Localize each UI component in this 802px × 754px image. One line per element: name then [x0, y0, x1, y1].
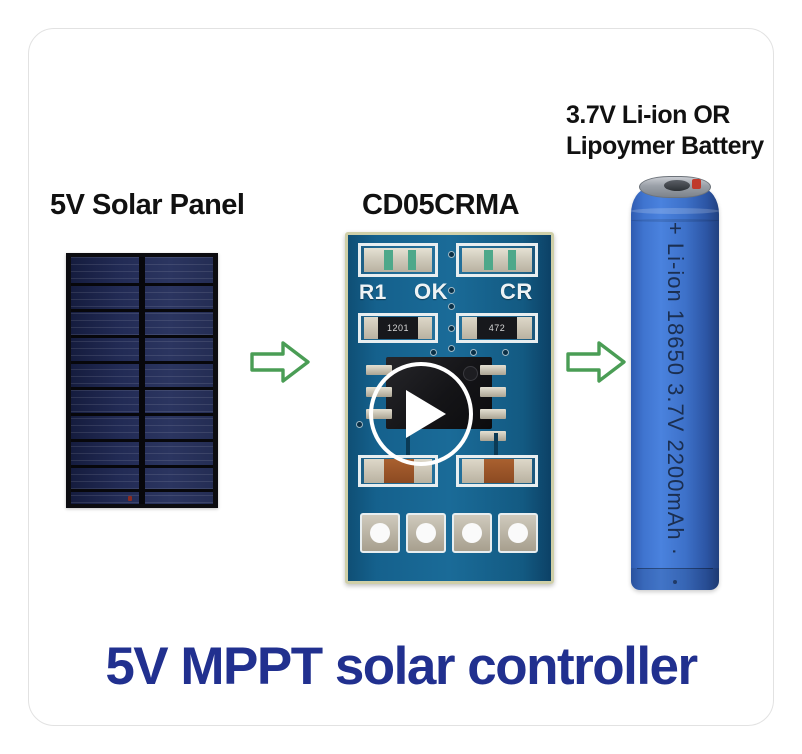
battery-base-line — [637, 568, 713, 569]
arrow-right-icon-panel-to-module — [250, 341, 310, 383]
pcb-resistor-code: 1201 — [378, 317, 418, 339]
arrow-right-icon-module-to-battery — [566, 341, 626, 383]
pcb-through-hole-pad — [360, 513, 400, 553]
solar-cell-divider — [139, 257, 146, 504]
pcb-via — [470, 349, 477, 356]
pcb-through-hole-pad — [406, 513, 446, 553]
battery-image: + Li-ion 18650 3.7V 2200mAh · — [631, 176, 719, 590]
pcb-ic-pin — [480, 409, 506, 419]
battery-positive-marker — [692, 179, 701, 189]
battery-base — [631, 568, 719, 590]
pcb-led-cr — [462, 248, 532, 272]
battery-cap-inner — [664, 180, 690, 191]
pcb-ic-pin1-marker — [463, 366, 478, 381]
pcb-via — [356, 421, 363, 428]
pcb-via — [448, 303, 455, 310]
pcb-silk-ok: OK — [414, 279, 448, 304]
pcb-resistor-472: 472 — [462, 317, 532, 339]
label-module: CD05CRMA — [362, 189, 520, 221]
battery-positive-cap — [639, 176, 711, 198]
label-battery: 3.7V Li-ion OR Lipoymer Battery — [566, 100, 764, 161]
pcb-via — [448, 325, 455, 332]
battery-label-text: + Li-ion 18650 3.7V 2200mAh · — [663, 221, 688, 557]
pcb-via — [448, 345, 455, 352]
pcb-ic-pin — [480, 387, 506, 397]
pcb-ic-pin — [480, 431, 506, 441]
pcb-via — [448, 251, 455, 258]
pcb-via — [502, 349, 509, 356]
page-title: 5V MPPT solar controller — [105, 637, 698, 696]
pcb-silk-r1: R1 — [359, 281, 387, 304]
label-battery-line1: 3.7V Li-ion OR — [566, 101, 730, 129]
pcb-via — [430, 349, 437, 356]
pcb-ic-pin — [480, 365, 506, 375]
pcb-via — [448, 287, 455, 294]
pcb-led-ok — [364, 248, 432, 272]
solar-panel-image — [66, 253, 218, 508]
battery-body: + Li-ion 18650 3.7V 2200mAh · — [631, 188, 719, 590]
pcb-through-hole-pad — [498, 513, 538, 553]
pcb-ic-pin — [366, 365, 392, 375]
battery-shoulder-shadow — [631, 219, 719, 222]
play-button[interactable] — [369, 362, 473, 466]
battery-bottom-dot — [673, 580, 677, 584]
label-battery-line2: Lipoymer Battery — [566, 131, 764, 160]
battery-shoulder-highlight — [631, 208, 719, 214]
solar-panel-cells — [71, 257, 213, 504]
pcb-resistor-code: 472 — [477, 317, 517, 339]
pcb-trace — [494, 433, 498, 457]
pcb-resistor-1201: 1201 — [364, 317, 432, 339]
pcb-silk-cr: CR — [500, 279, 533, 304]
play-icon — [406, 390, 446, 438]
pcb-capacitor-right — [462, 459, 532, 483]
pcb-through-hole-pad — [452, 513, 492, 553]
label-solar-panel: 5V Solar Panel — [50, 189, 245, 221]
solar-panel-terminal-dot — [127, 496, 132, 501]
